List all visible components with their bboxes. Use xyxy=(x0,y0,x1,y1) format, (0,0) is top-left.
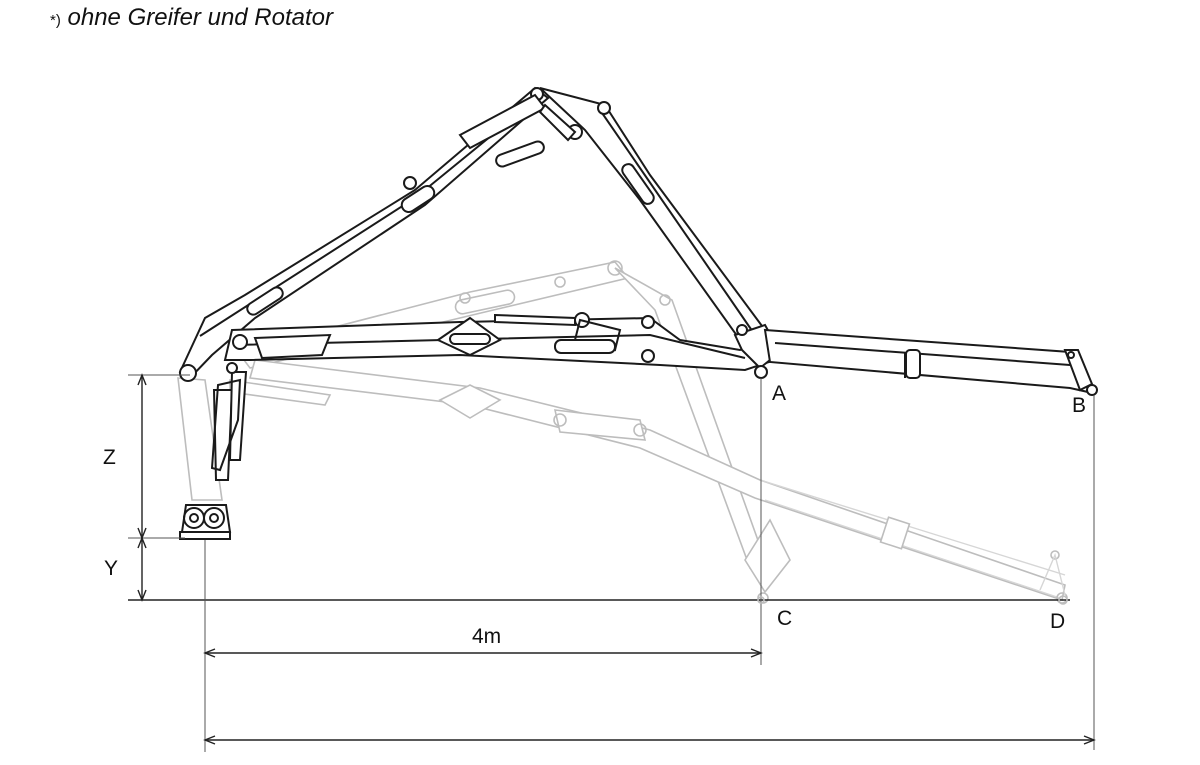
crane-base xyxy=(177,371,248,540)
caption-text: ohne Greifer und Rotator xyxy=(67,4,334,31)
dimension-lines xyxy=(128,373,1096,752)
label-dim-y: Y xyxy=(104,557,118,580)
label-point-c: C xyxy=(777,607,792,630)
caption: *) ohne Greifer und Rotator xyxy=(50,4,333,32)
crane-raised-position xyxy=(178,86,1098,472)
caption-marker: *) xyxy=(50,12,61,29)
label-dim-z: Z xyxy=(103,446,116,469)
crane-lowered-position xyxy=(229,260,1068,604)
label-point-d: D xyxy=(1050,610,1065,633)
label-dim-4m: 4m xyxy=(472,625,501,648)
label-point-a: A xyxy=(772,382,786,405)
label-point-b: B xyxy=(1072,394,1086,417)
